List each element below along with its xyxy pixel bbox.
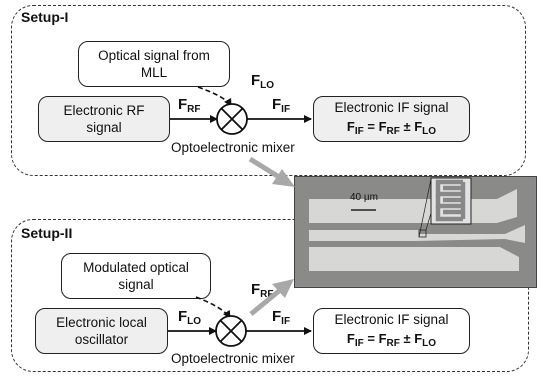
gray-arrow-setup-1 bbox=[248, 156, 295, 187]
setup-1-rf-signal-box: Electronic RF signal bbox=[38, 96, 170, 142]
electrode-bottom bbox=[309, 247, 519, 271]
setup-2-lo-text: Electronic local oscillator bbox=[56, 315, 147, 347]
setup-1-optical-signal-text: Optical signal from MLL bbox=[98, 48, 210, 80]
setup-2-f-lo-label: FLO bbox=[178, 308, 202, 327]
setup-2-if-equation: FIF = FRF ± FLO bbox=[346, 330, 437, 349]
setup-2-f-if-label: FIF bbox=[272, 308, 291, 327]
setup-1-frame bbox=[11, 5, 526, 176]
scale-bar-label: 40 µm bbox=[350, 192, 378, 203]
setup-2-lo-box: Electronic local oscillator bbox=[35, 308, 168, 354]
setup-1-optical-signal-box: Optical signal from MLL bbox=[78, 41, 230, 87]
setup-2-if-signal-title: Electronic IF signal bbox=[334, 311, 449, 327]
setup-2-optical-signal-text: Modulated optical signal bbox=[83, 260, 189, 292]
setup-2-f-rf-label: FRF bbox=[251, 281, 274, 300]
setup-1-lo-arrow bbox=[197, 86, 232, 107]
setup-1-label: Setup-I bbox=[21, 9, 69, 25]
setup-2-optical-signal-box: Modulated optical signal bbox=[61, 253, 211, 299]
setup-1-mixer-icon bbox=[216, 103, 248, 135]
setup-1-rf-signal-text: Electronic RF signal bbox=[63, 103, 145, 135]
micrograph-drawing bbox=[295, 177, 535, 286]
setup-1-if-signal-title: Electronic IF signal bbox=[334, 99, 449, 115]
setup-2-rf-arrow bbox=[195, 296, 231, 319]
zoom-marker bbox=[418, 229, 427, 238]
gray-arrow-setup-2 bbox=[249, 279, 294, 316]
setup-1-f-lo-label: FLO bbox=[251, 72, 275, 91]
device-micrograph: 40 µm bbox=[294, 176, 537, 288]
setup-2-frame bbox=[11, 219, 529, 372]
setup-1-if-signal-box: Electronic IF signal FIF = FRF ± FLO bbox=[313, 96, 470, 142]
setup-1-mixer-caption: Optoelectronic mixer bbox=[171, 140, 295, 155]
setup-1-f-if-label: FIF bbox=[272, 96, 291, 115]
setup-2-label: Setup-II bbox=[21, 225, 73, 241]
setup-2-mixer-icon bbox=[215, 315, 247, 347]
setup-2-mixer-caption: Optoelectronic mixer bbox=[171, 351, 295, 366]
setup-1-if-equation: FIF = FRF ± FLO bbox=[346, 118, 437, 137]
setup-2-if-signal-box: Electronic IF signal FIF = FRF ± FLO bbox=[313, 308, 470, 354]
setup-1-f-rf-label: FRF bbox=[178, 96, 201, 115]
electrode-middle bbox=[309, 225, 525, 243]
